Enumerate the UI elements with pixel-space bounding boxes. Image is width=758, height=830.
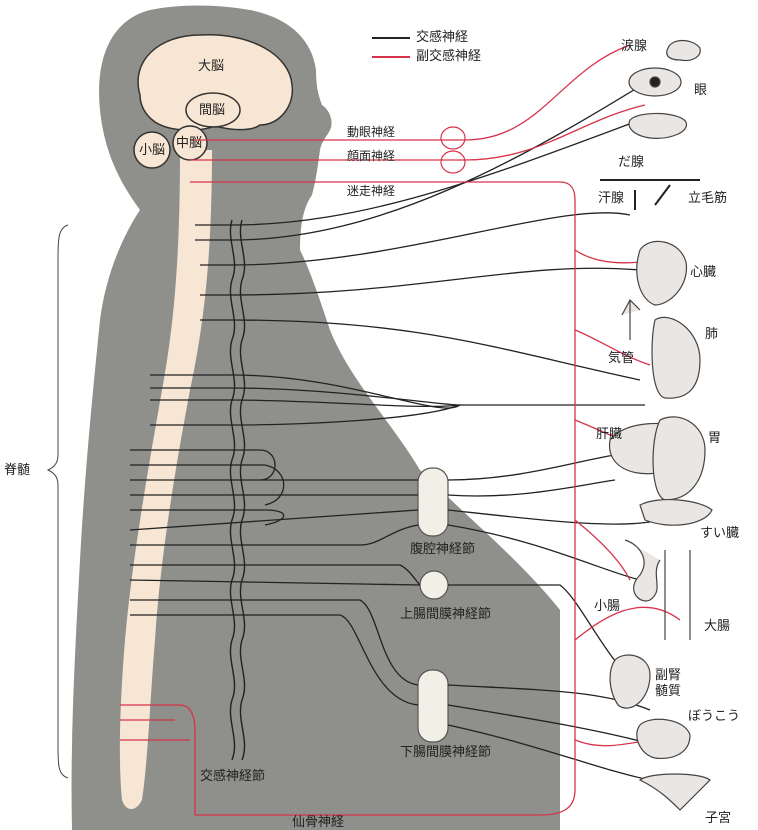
celiac-ganglion-label: 腹腔神経節: [410, 543, 475, 556]
cerebrum-label: 大脳: [198, 60, 224, 73]
small-intestine: [625, 540, 660, 601]
stomach-label: 胃: [708, 432, 721, 445]
spinal-cord-label: 脊髄: [4, 464, 30, 477]
liver-label: 肝臓: [596, 428, 622, 441]
salivary-gland: [629, 113, 686, 138]
diencephalon-label: 間脳: [199, 104, 225, 117]
bladder-label: ぼうこう: [688, 710, 740, 723]
uterus-label: 子宮: [705, 812, 731, 825]
large-intestine-label: 大腸: [704, 620, 730, 633]
sympathetic-trunk-label: 交感神経節: [200, 770, 265, 783]
bronchus: [622, 300, 640, 340]
oculomotor-ganglion: [441, 127, 465, 149]
small-intestine-label: 小腸: [594, 600, 620, 613]
lung-label: 肺: [705, 328, 718, 341]
sweat-gland-label: 汗腺: [598, 192, 624, 205]
salivary-gland-label: だ腺: [618, 156, 644, 169]
facial-label: 顔面神経: [347, 150, 395, 162]
legend-parasympathetic-label: 副交感神経: [416, 50, 481, 63]
spinal-brace: [48, 225, 68, 778]
facial-ganglion: [441, 151, 465, 173]
vagus-label: 迷走神経: [347, 185, 395, 197]
adrenal-kidney: [610, 655, 650, 708]
superior-mesenteric-ganglion: [420, 571, 448, 599]
lacrimal-gland-label: 涙腺: [621, 40, 647, 53]
bronchus-label: 気管: [608, 352, 634, 365]
inferior-mesenteric-label: 下腸間膜神経節: [400, 746, 491, 759]
heart-label: 心臓: [690, 266, 716, 279]
large-intestine: [665, 550, 690, 640]
legend-sympathetic-label: 交感神経: [416, 31, 468, 44]
uterus: [640, 774, 710, 810]
arrector-pili-label: 立毛筋: [688, 192, 727, 205]
heart: [637, 241, 687, 305]
inferior-mesenteric-ganglion: [418, 670, 448, 742]
eye-label: 眼: [694, 84, 707, 97]
pancreas-label: すい臓: [700, 527, 739, 540]
cerebellum-label: 小脳: [139, 144, 165, 157]
oculomotor-label: 動眼神経: [347, 126, 395, 138]
stomach: [653, 417, 705, 500]
lacrimal-gland: [667, 41, 700, 61]
celiac-ganglion: [418, 468, 448, 536]
pancreas: [640, 500, 712, 526]
midbrain-label: 中脳: [176, 137, 202, 150]
bladder: [637, 719, 690, 758]
lung: [652, 317, 700, 398]
superior-mesenteric-label: 上腸間膜神経節: [400, 608, 491, 621]
adrenal-medulla-label: 副腎 髄質: [655, 668, 681, 699]
sacral-nerve-label: 仙骨神経: [292, 816, 344, 829]
